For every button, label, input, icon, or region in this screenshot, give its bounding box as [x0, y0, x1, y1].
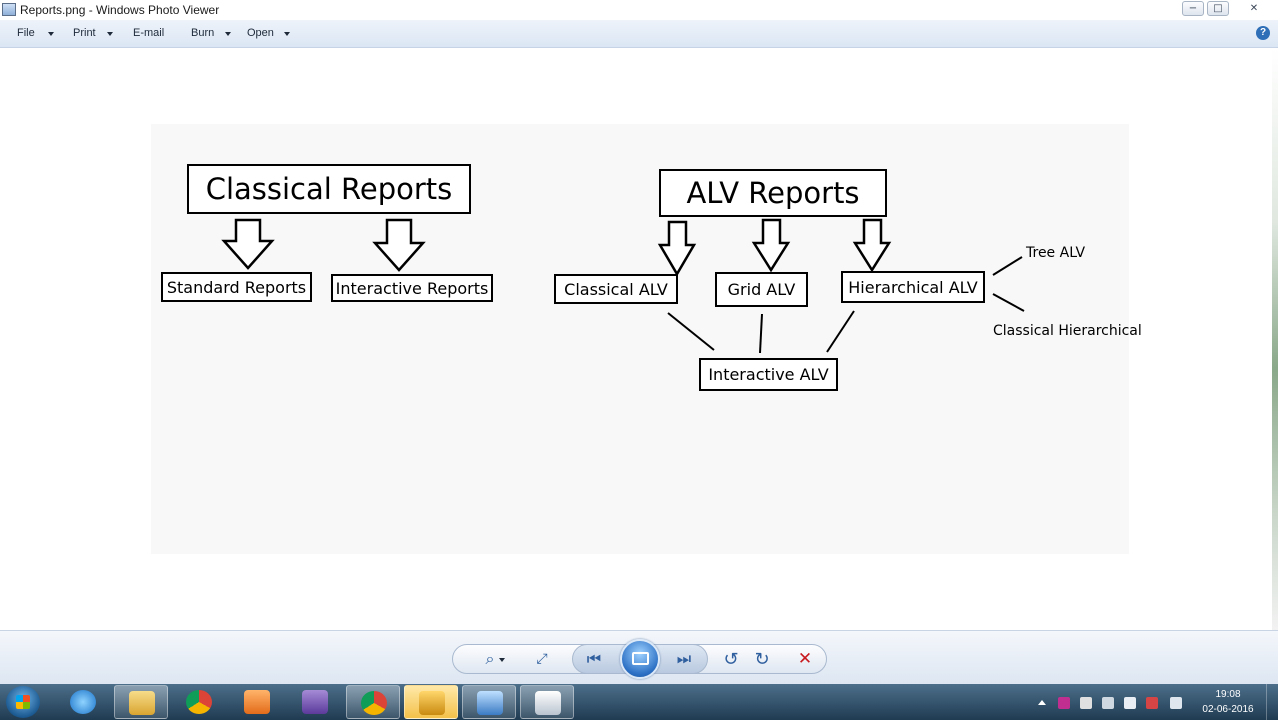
- previous-icon: ⏮: [586, 649, 602, 668]
- maximize-button[interactable]: □: [1207, 1, 1229, 16]
- photo-viewer-icon: [477, 691, 503, 715]
- alv-reports-box: ALV Reports: [659, 169, 887, 217]
- actual-size-button[interactable]: ⤢: [530, 649, 554, 669]
- down-arrow-icon: [751, 218, 791, 273]
- menu-burn[interactable]: Burn: [191, 27, 215, 39]
- interactive-alv-box: Interactive ALV: [699, 358, 838, 391]
- previous-button[interactable]: ⏮: [582, 649, 606, 669]
- next-icon: ⏭: [676, 649, 692, 668]
- snipping-tool-icon: [535, 691, 561, 715]
- windows-taskbar: [0, 684, 1278, 720]
- tray-app-icon[interactable]: [1058, 697, 1070, 709]
- connector-line: [992, 293, 1025, 312]
- print-dropdown-icon[interactable]: [107, 32, 113, 36]
- connector-line: [759, 313, 763, 354]
- connector-line: [667, 312, 715, 351]
- maximize-icon: □: [1213, 3, 1223, 14]
- window-title: Reports.png - Windows Photo Viewer: [20, 3, 220, 17]
- file-dropdown-icon[interactable]: [48, 32, 54, 36]
- zoom-icon: ⌕: [485, 649, 495, 668]
- viewer-control-bar: ⌕ ⤢ ⏮ ⏭ ↺ ↻ ✕: [0, 630, 1278, 684]
- windows-logo-icon: [16, 695, 30, 709]
- open-dropdown-icon[interactable]: [284, 32, 290, 36]
- sap-logon-icon: [419, 691, 445, 715]
- standard-reports-box: Standard Reports: [161, 272, 312, 302]
- clock-date: 02-06-2016: [1202, 704, 1254, 715]
- slideshow-button[interactable]: [620, 639, 660, 679]
- menu-bar: File Print E-mail Burn Open: [0, 20, 1278, 48]
- taskbar-internet-explorer[interactable]: [56, 685, 110, 719]
- close-icon: ✕: [1249, 3, 1259, 14]
- burn-dropdown-icon[interactable]: [225, 32, 231, 36]
- next-button[interactable]: ⏭: [672, 649, 696, 669]
- fit-window-icon: ⤢: [536, 651, 548, 667]
- delete-icon: ✕: [797, 649, 813, 669]
- interactive-reports-box: Interactive Reports: [331, 274, 493, 302]
- minimize-button[interactable]: −: [1182, 1, 1204, 16]
- folder-icon: [129, 691, 155, 715]
- menu-file[interactable]: File: [17, 27, 35, 39]
- internet-explorer-icon: [70, 690, 96, 714]
- menu-open[interactable]: Open: [247, 27, 274, 39]
- tree-alv-label: Tree ALV: [1026, 245, 1086, 261]
- down-arrow-icon: [372, 218, 426, 272]
- tray-power-icon[interactable]: [1102, 697, 1114, 709]
- classical-hierarchical-label: Classical Hierarchical: [993, 323, 1142, 339]
- rotate-right-icon: ↻: [754, 648, 770, 670]
- down-arrow-icon: [852, 218, 892, 273]
- taskbar-chrome[interactable]: [172, 685, 226, 719]
- clock-time: 19:08: [1215, 689, 1241, 700]
- start-button[interactable]: [6, 686, 40, 718]
- tray-action-center-icon[interactable]: [1080, 697, 1092, 709]
- rotate-left-icon: ↺: [723, 648, 739, 670]
- taskbar-snipping-tool[interactable]: [520, 685, 574, 719]
- taskbar-sap-logon[interactable]: [404, 685, 458, 719]
- grid-alv-box: Grid ALV: [715, 272, 808, 307]
- help-icon[interactable]: ?: [1256, 26, 1270, 40]
- connector-line: [992, 256, 1023, 276]
- show-hidden-icons-icon[interactable]: [1038, 700, 1046, 705]
- hierarchical-alv-box: Hierarchical ALV: [841, 271, 985, 303]
- taskbar-visual-studio[interactable]: [288, 685, 342, 719]
- background-window-edge: [1272, 48, 1278, 630]
- menu-print[interactable]: Print: [73, 27, 96, 39]
- connector-line: [826, 310, 855, 353]
- taskbar-clock[interactable]: 19:08 02-06-2016: [1198, 687, 1258, 717]
- slideshow-icon: [632, 652, 649, 665]
- zoom-dropdown-icon[interactable]: [499, 658, 505, 662]
- taskbar-photo-viewer[interactable]: [462, 685, 516, 719]
- title-bar: Reports.png - Windows Photo Viewer − □ ✕: [0, 0, 1278, 20]
- taskbar-media-player[interactable]: [230, 685, 284, 719]
- tray-display-icon[interactable]: [1170, 697, 1182, 709]
- show-desktop-button[interactable]: [1266, 684, 1278, 720]
- down-arrow-icon: [221, 218, 275, 270]
- classical-alv-box: Classical ALV: [554, 274, 678, 304]
- minimize-icon: −: [1188, 3, 1198, 14]
- close-button[interactable]: ✕: [1243, 1, 1265, 16]
- taskbar-chrome-window[interactable]: [346, 685, 400, 719]
- taskbar-file-explorer[interactable]: [114, 685, 168, 719]
- delete-button[interactable]: ✕: [793, 649, 817, 669]
- down-arrow-icon: [657, 220, 697, 277]
- tray-volume-muted-icon[interactable]: [1146, 697, 1158, 709]
- photo-viewer-app-icon: [2, 3, 16, 16]
- rotate-left-button[interactable]: ↺: [719, 648, 743, 670]
- classical-reports-box: Classical Reports: [187, 164, 471, 214]
- chrome-icon: [186, 690, 212, 714]
- rotate-right-button[interactable]: ↻: [750, 648, 774, 670]
- zoom-button[interactable]: ⌕: [478, 649, 502, 669]
- visual-studio-icon: [302, 690, 328, 714]
- media-player-icon: [244, 690, 270, 714]
- chrome-icon: [361, 691, 387, 715]
- menu-email[interactable]: E-mail: [133, 27, 165, 39]
- tray-network-icon[interactable]: [1124, 697, 1136, 709]
